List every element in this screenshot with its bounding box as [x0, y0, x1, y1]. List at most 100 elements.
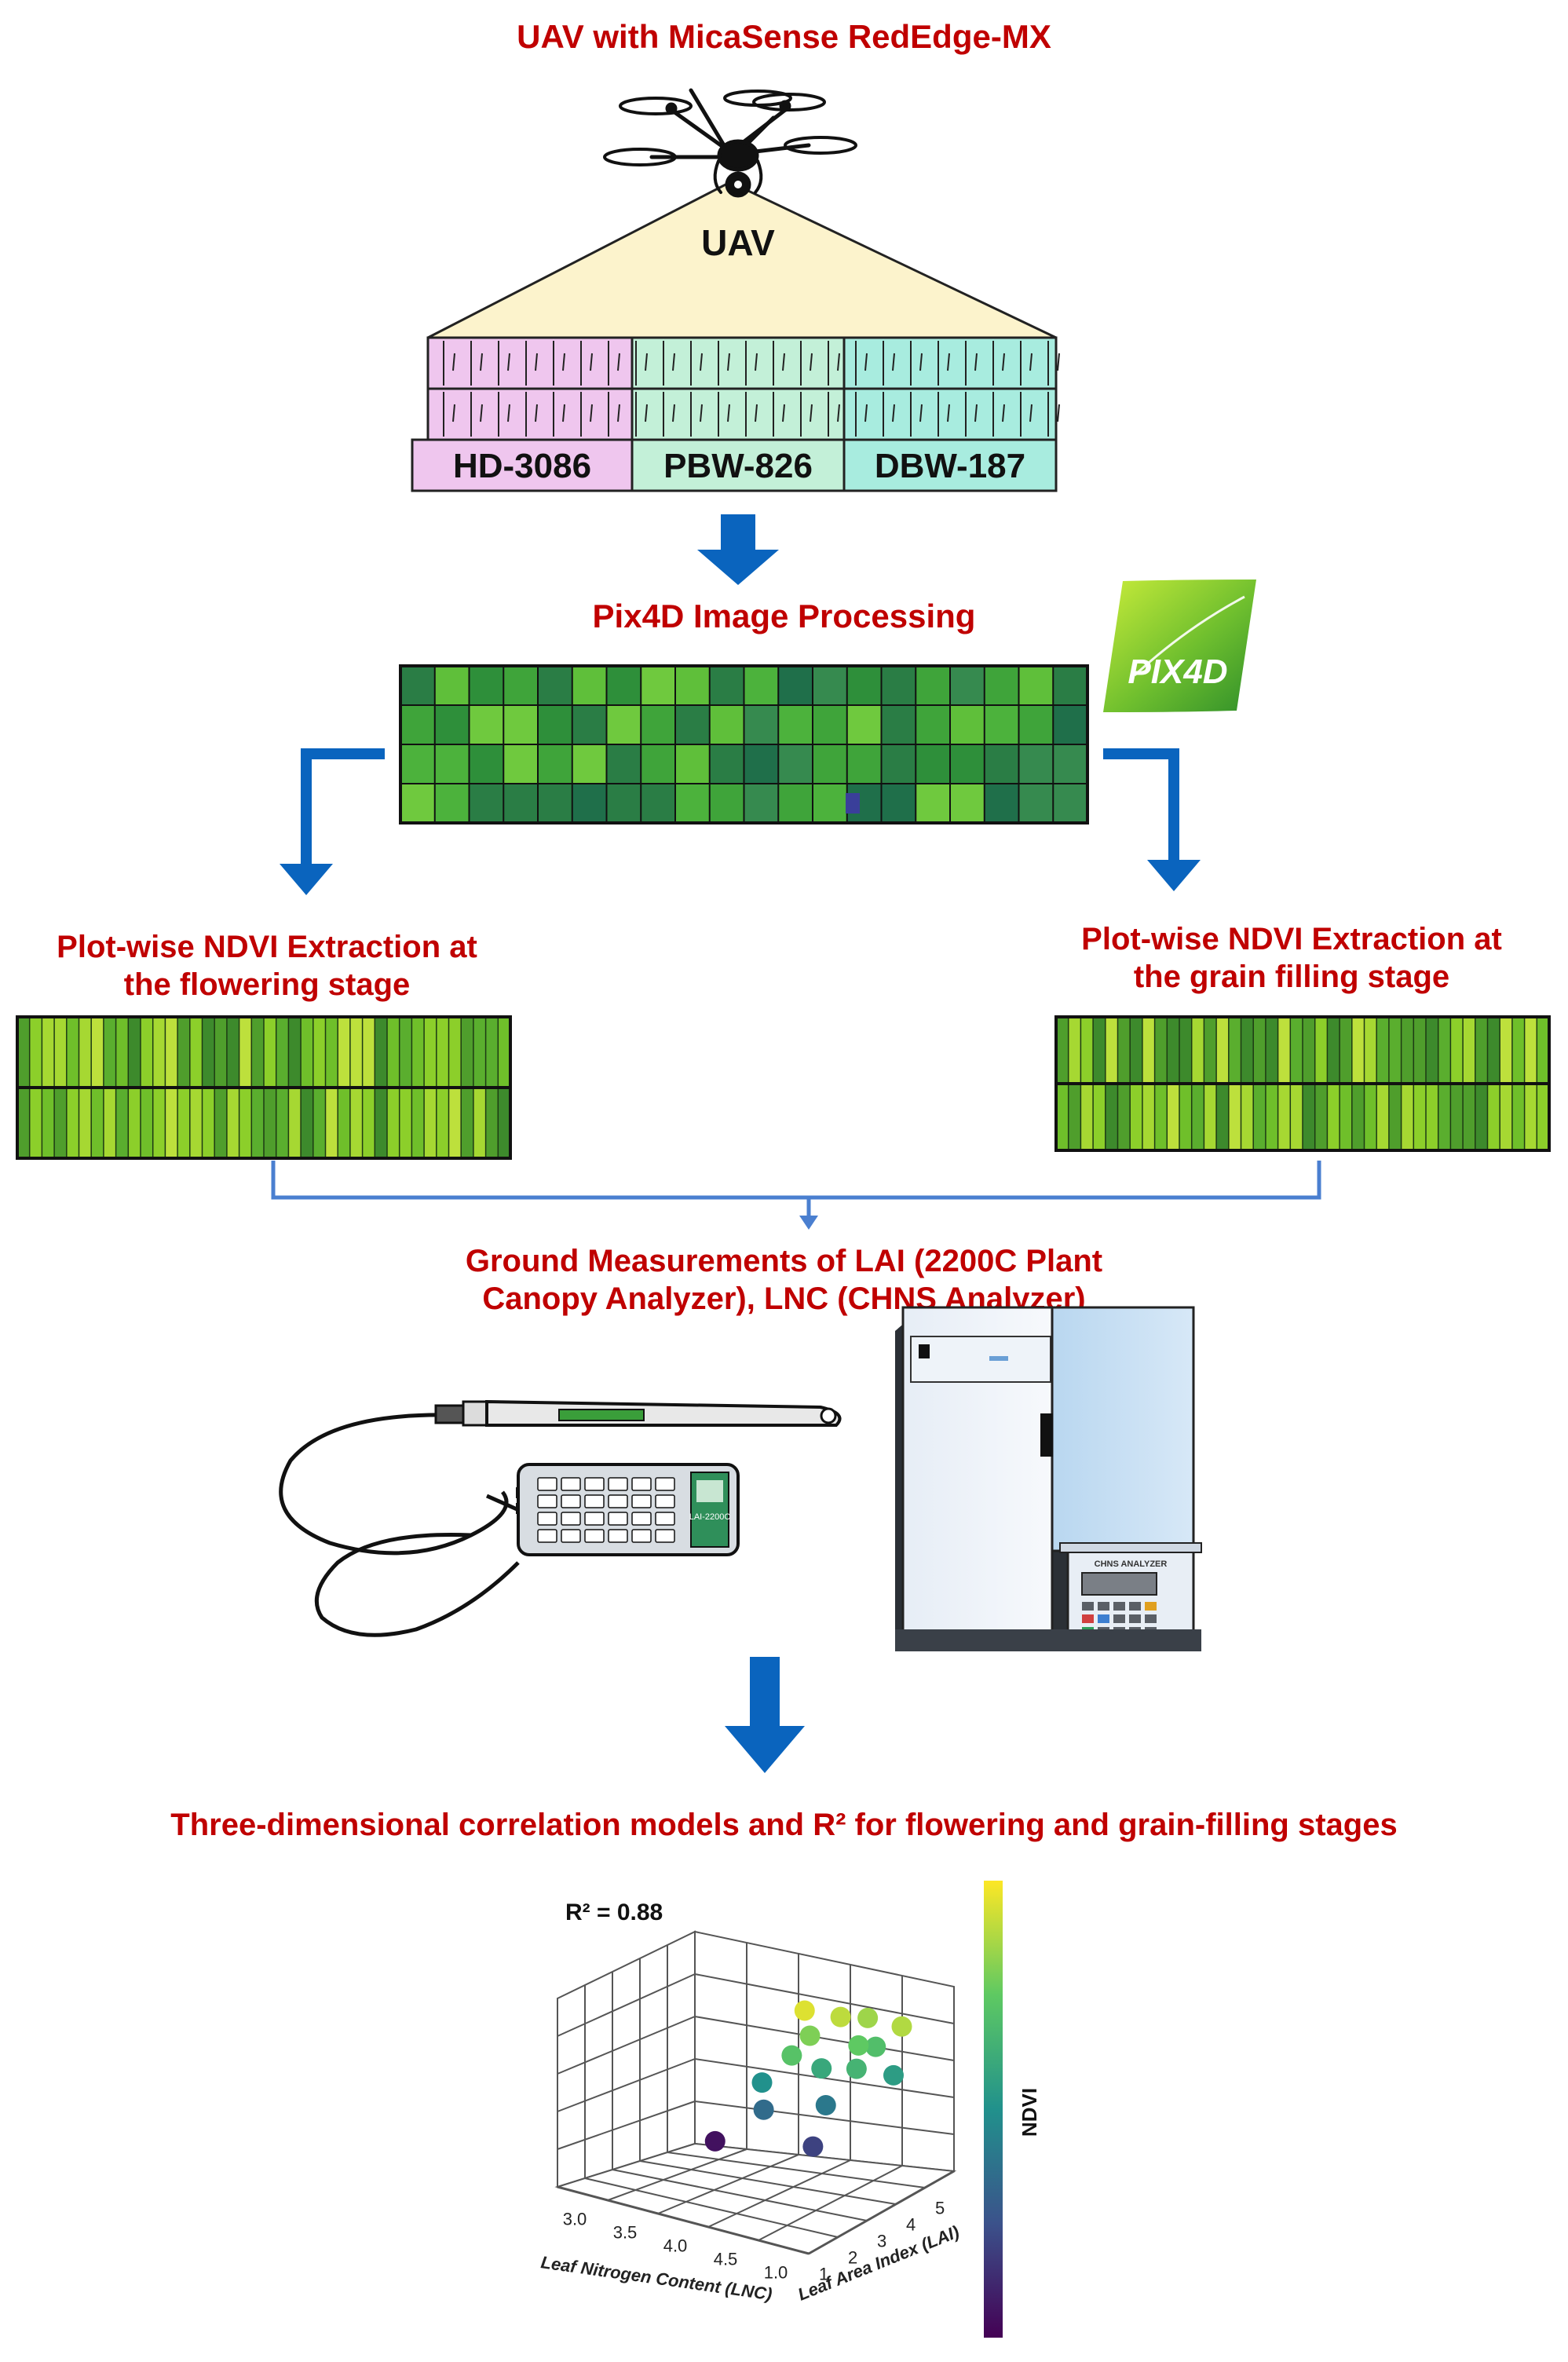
ndvi-plot-cell: [1450, 1084, 1464, 1150]
plant-mark: [452, 353, 455, 371]
field-plots: [426, 336, 1060, 441]
chart-gridline: [557, 2058, 696, 2112]
ndvi-plot-cell: [1290, 1084, 1303, 1150]
scatter-point: [811, 2058, 832, 2079]
chart-gridline: [667, 2152, 926, 2188]
ndvi-plot-cell: [349, 1017, 364, 1088]
ndvi-plot-cell: [1426, 1084, 1439, 1150]
ndvi-plot-cell: [165, 1017, 178, 1088]
pix4d-logo: PIX4D: [1103, 580, 1256, 712]
plant-mark: [535, 353, 538, 371]
scatter-point: [830, 2006, 851, 2027]
ndvi-plot-cell: [1340, 1017, 1353, 1084]
ndvi-plot-cell: [115, 1017, 129, 1088]
ortho-plot-cell: [469, 784, 504, 824]
chart-back-wall-right: [694, 1930, 955, 2173]
uav-label: UAV: [701, 222, 775, 263]
ortho-plot-cell: [950, 705, 985, 745]
ndvi-plot-strip-grain-filling: [1054, 1015, 1551, 1152]
ortho-plot-cell: [846, 666, 882, 706]
keypad-key: [655, 1477, 675, 1491]
ndvi-plot-cell: [1376, 1084, 1390, 1150]
ndvi-plot-cell: [1167, 1017, 1180, 1084]
ndvi-plot-cell: [387, 1017, 400, 1088]
ndvi-plot-cell: [17, 1017, 31, 1088]
ndvi-plot-cell: [91, 1088, 104, 1158]
keypad-key: [584, 1529, 605, 1543]
ortho-plot-cell: [434, 784, 470, 824]
ortho-plot-cell: [778, 666, 813, 706]
ndvi-plot-cell: [1241, 1017, 1254, 1084]
chart-gridline: [584, 2177, 839, 2238]
plant-mark: [782, 353, 785, 371]
ortho-plot-cell: [675, 744, 711, 784]
ortho-plot-cell: [400, 666, 436, 706]
plant-mark: [1002, 404, 1005, 422]
ndvi-plot-cell: [399, 1088, 412, 1158]
plant-mark: [974, 404, 978, 422]
ground-title-line1: Ground Measurements of LAI (2200C Plant: [465, 1244, 1103, 1278]
ndvi-plot-cell: [424, 1088, 437, 1158]
x-tick-label: 4.5: [714, 2250, 738, 2269]
chns-key: [1145, 1602, 1157, 1611]
ndvi-plot-cell: [338, 1088, 351, 1158]
keypad-key: [584, 1512, 605, 1526]
chns-analyzer-icon: CHNS ANALYZER: [895, 1306, 1202, 1651]
plant-mark: [590, 404, 593, 422]
ndvi-plot-cell: [1265, 1084, 1279, 1150]
ndvi-flowering-title: Plot-wise NDVI Extraction at the floweri…: [0, 928, 534, 1004]
merge-connector: [271, 1161, 1321, 1230]
ndvi-plot-cell: [1364, 1017, 1377, 1084]
ndvi-plot-cell: [301, 1017, 314, 1088]
ndvi-plot-cell: [1130, 1084, 1143, 1150]
ndvi-plot-cell: [1068, 1017, 1081, 1084]
ortho-plot-cell: [469, 666, 504, 706]
ortho-plot-cell: [572, 666, 607, 706]
ndvi-plot-strip-flowering: [16, 1015, 512, 1160]
ndvi-plot-cell: [1154, 1017, 1168, 1084]
ortho-plot-cell: [400, 744, 436, 784]
chns-panel-label: CHNS ANALYZER: [1095, 1559, 1168, 1569]
ndvi-plot-cell: [288, 1088, 302, 1158]
ndvi-plot-cell: [288, 1017, 302, 1088]
ortho-plot-cell: [709, 784, 744, 824]
ndvi-plot-cell: [1253, 1017, 1266, 1084]
ndvi-plot-cell: [1093, 1084, 1106, 1150]
ndvi-plot-cell: [1351, 1084, 1365, 1150]
plant-mark: [645, 353, 648, 371]
chns-key: [1129, 1602, 1141, 1611]
scatter-point: [704, 2130, 726, 2152]
ndvi-plot-cell: [1191, 1084, 1204, 1150]
chns-key: [1098, 1602, 1109, 1611]
chart-gridline: [557, 2016, 696, 2075]
ndvi-plot-cell: [1388, 1017, 1402, 1084]
plant-mark: [810, 353, 813, 371]
chns-key: [1113, 1602, 1125, 1611]
ortho-plot-cell: [641, 705, 676, 745]
ndvi-grain-title-line1: Plot-wise NDVI Extraction at: [1081, 922, 1502, 956]
ortho-plot-cell: [846, 705, 882, 745]
ortho-plot-cell: [709, 744, 744, 784]
ndvi-plot-cell: [1463, 1084, 1476, 1150]
ortho-plot-cell: [709, 666, 744, 706]
chns-key: [1129, 1614, 1141, 1623]
ndvi-plot-cell: [1179, 1017, 1193, 1084]
plant-mark: [507, 404, 510, 422]
ground-measurements-title: Ground Measurements of LAI (2200C Plant …: [0, 1242, 1568, 1318]
keypad-key: [631, 1529, 652, 1543]
chart-gridline: [707, 2159, 851, 2228]
ndvi-plot-cell: [189, 1017, 203, 1088]
ndvi-plot-cell: [461, 1017, 474, 1088]
ortho-plot-cell: [400, 784, 436, 824]
ortho-plot-cell: [538, 705, 573, 745]
chns-key: [1113, 1614, 1125, 1623]
plant-mark: [810, 404, 813, 422]
ortho-plot-cell: [813, 666, 848, 706]
ndvi-plot-cell: [276, 1017, 289, 1088]
ortho-plot-cell: [984, 666, 1019, 706]
ortho-plot-cell: [916, 705, 951, 745]
keypad-key: [537, 1494, 557, 1508]
x-axis-line: [557, 2185, 810, 2255]
ndvi-plot-cell: [1228, 1084, 1241, 1150]
ortho-plot-cell: [813, 784, 848, 824]
